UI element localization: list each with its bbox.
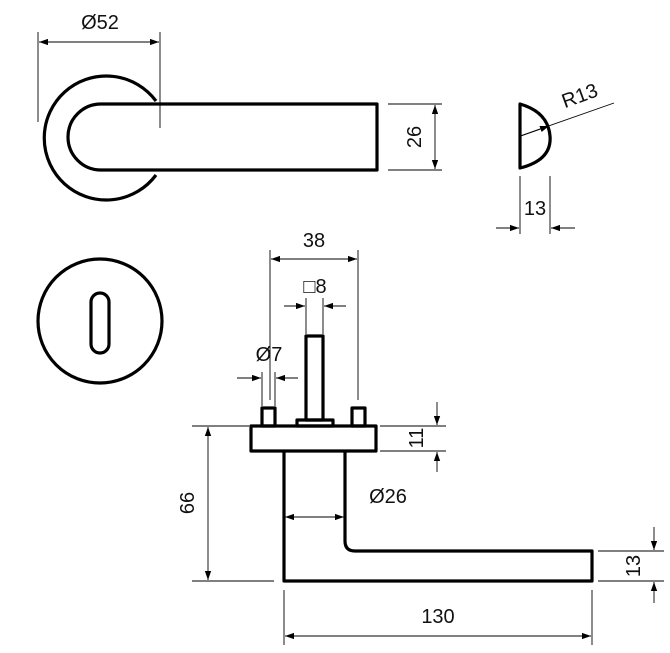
spindle [304, 334, 325, 422]
dim-tip-radius: R13 [519, 80, 615, 137]
lever-bottom-thickness-label: 13 [623, 555, 645, 577]
dim-rose-base-width: 38 [269, 230, 359, 400]
rose-base [249, 424, 378, 453]
keyhole-slot [89, 291, 111, 355]
spindle-square-label: □8 [303, 276, 326, 298]
lever-body [282, 451, 594, 583]
rose-diameter-label: Ø52 [81, 12, 119, 34]
dim-spindle-square: □8 [284, 276, 346, 334]
lever-length-label: 130 [421, 606, 454, 628]
dim-tip-depth: 13 [496, 176, 575, 234]
neck-diameter-label: Ø26 [369, 486, 407, 508]
tip-depth-label: 13 [524, 198, 546, 220]
rose-outline [42, 74, 158, 202]
rose-height-label: 11 [406, 428, 428, 449]
screw-right [350, 406, 367, 428]
tip-radius-label: R13 [559, 80, 601, 113]
keyhole-escutcheon [36, 257, 164, 385]
rose-base-width-label: 38 [303, 230, 325, 252]
dim-lever-height: 66 [177, 425, 274, 582]
dim-neck-diameter: Ø26 [285, 486, 407, 521]
lever-thickness-label: 26 [404, 126, 426, 148]
dim-lever-length: 130 [283, 590, 593, 645]
lever-top-view [42, 74, 379, 202]
lever-height-label: 66 [177, 492, 199, 514]
escutcheon-outline [36, 257, 164, 385]
dim-lever-bottom-thickness: 13 [598, 527, 664, 603]
lever-side-view [249, 334, 594, 583]
dim-rose-height: 11 [380, 402, 446, 472]
half-round-section [518, 102, 552, 170]
lever-top-outline [66, 102, 379, 172]
screw-diameter-label: Ø7 [256, 344, 283, 366]
dim-rose-diameter: Ø52 [37, 12, 161, 128]
lever-section [518, 102, 552, 170]
dim-screw-diameter: Ø7 [237, 344, 298, 406]
dim-lever-thickness: 26 [388, 103, 442, 171]
screw-left [260, 406, 277, 428]
